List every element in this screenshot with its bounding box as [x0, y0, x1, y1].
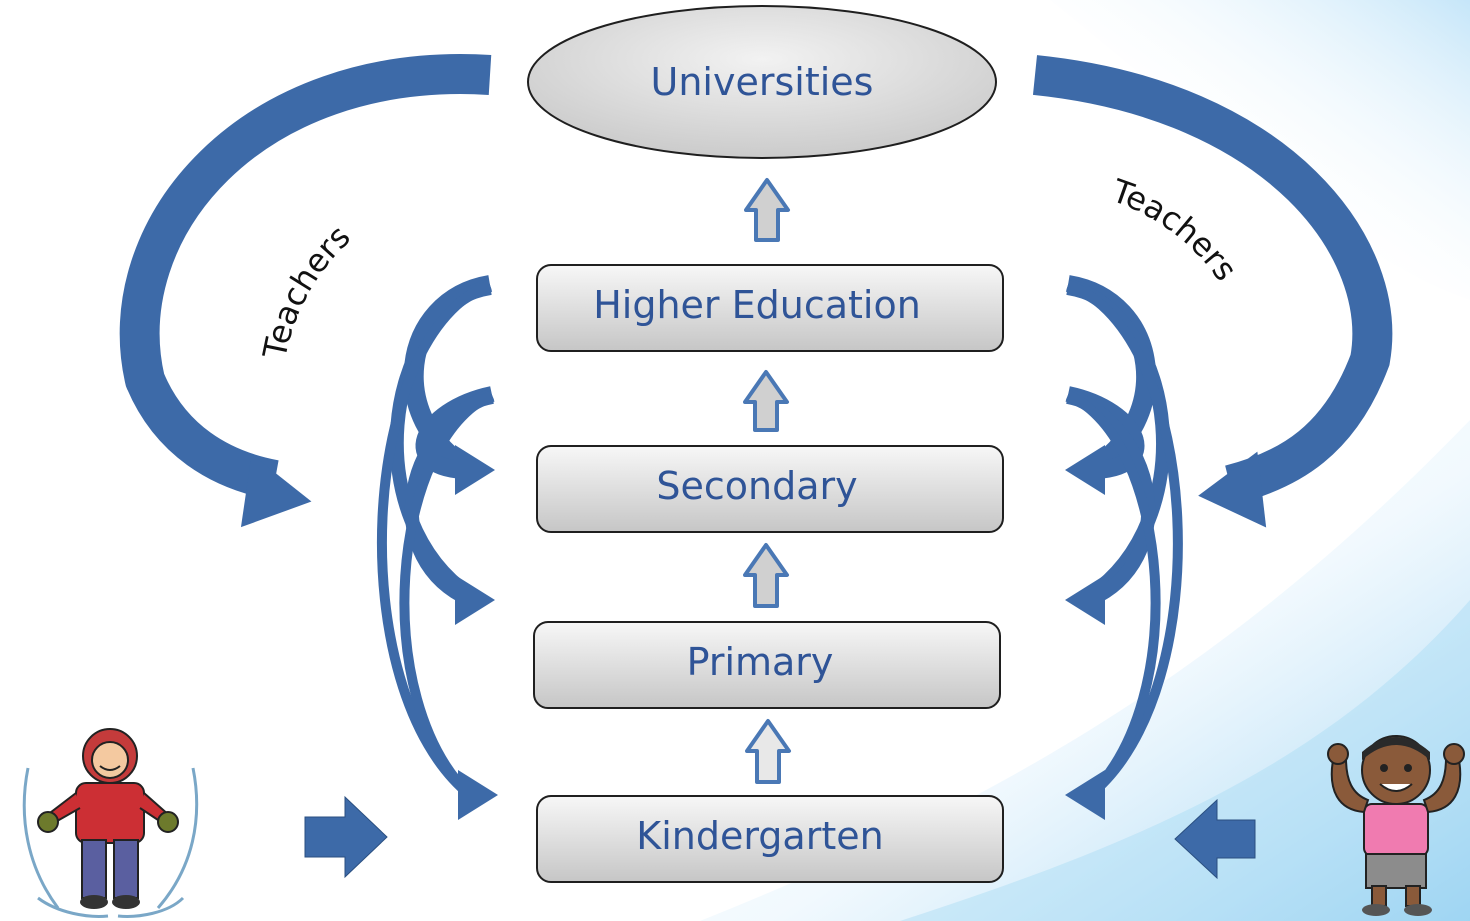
child-making-snow-angel-icon	[22, 728, 199, 918]
level-box-higher-education: Higher Education	[536, 264, 1004, 352]
up-arrow-icon	[745, 719, 791, 784]
up-arrows	[743, 178, 791, 784]
level-box-kindergarten: Kindergarten	[536, 795, 1004, 883]
left-arrow-icon	[1174, 798, 1256, 880]
entry-arrow-left	[304, 795, 388, 879]
outer-arrow-left	[119, 54, 492, 528]
level-label-higher-education: Higher Education	[593, 283, 921, 327]
boy-flexing-muscles-icon	[1327, 735, 1465, 916]
level-label-kindergarten: Kindergarten	[636, 814, 883, 858]
level-box-primary: Primary	[533, 621, 1001, 709]
level-label-primary: Primary	[687, 640, 834, 684]
up-arrow-icon	[743, 370, 789, 432]
outer-arrow-right	[1032, 55, 1393, 528]
up-arrow-icon	[743, 543, 789, 608]
inner-arrowheads-right	[1065, 445, 1105, 820]
inner-arrows-right	[1065, 275, 1183, 799]
entry-arrow-right	[1174, 798, 1256, 880]
up-arrow-icon	[744, 178, 790, 242]
universities-node: Universities	[527, 5, 997, 159]
inner-arrowheads-left	[455, 445, 498, 820]
right-arrow-icon	[304, 795, 388, 879]
level-box-secondary: Secondary	[536, 445, 1004, 533]
universities-label: Universities	[651, 60, 874, 104]
inner-arrows-left	[376, 275, 495, 799]
level-label-secondary: Secondary	[656, 464, 857, 508]
